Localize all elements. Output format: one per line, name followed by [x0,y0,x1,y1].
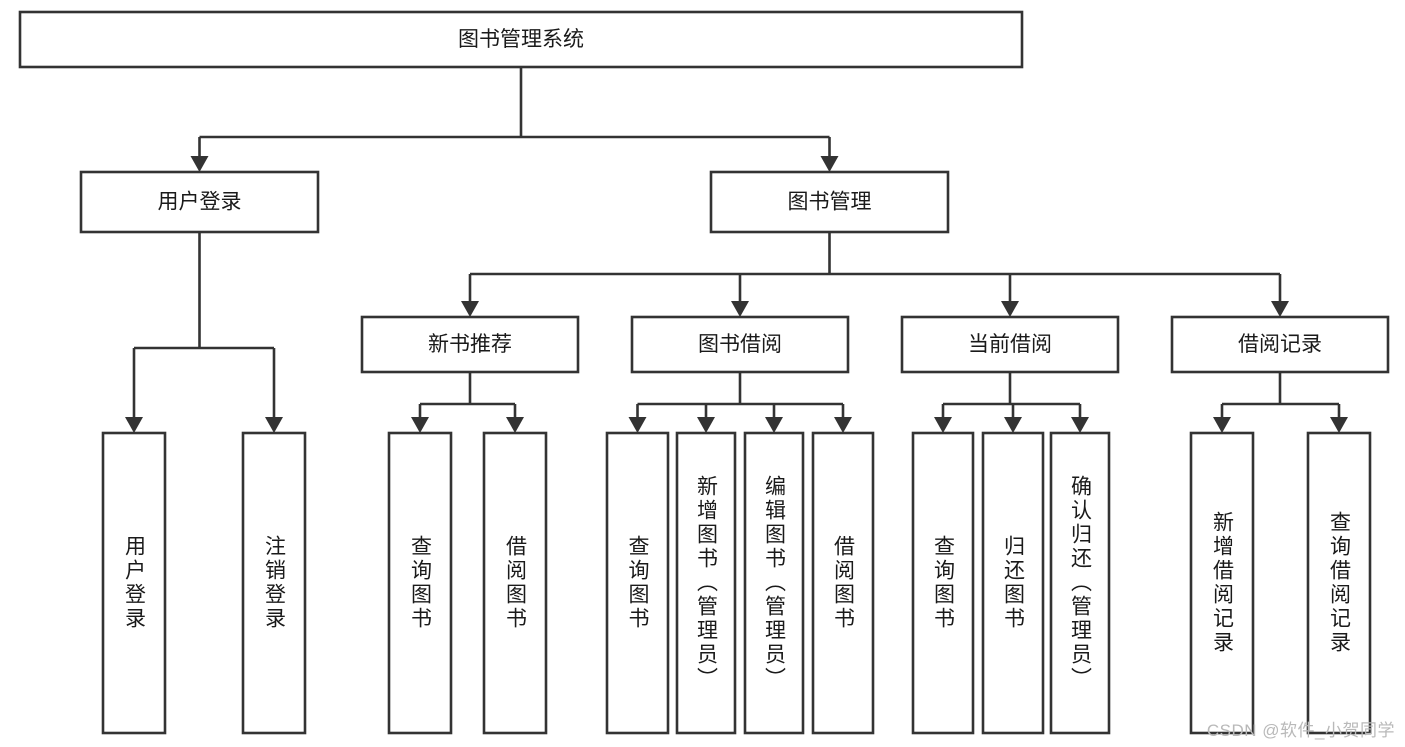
node-l3-0-rect [360,315,580,374]
conn-current-to-leaf-1-arrowhead [1004,417,1022,433]
node-leaf-4[interactable] [605,431,670,735]
node-root-图书管理系统-label: 图书管理系统 [458,28,584,51]
conn-root-to-l2-1-arrowhead [820,156,839,172]
node-leaf-4-rect [605,431,670,735]
conn-newbook-to-leaf-0-arrowhead [411,417,429,433]
conn-current-to-leaf-0-arrowhead [934,417,952,433]
conn-l2b-to-l3-0-arrowhead [461,301,479,317]
conn-l2b-to-l3-2-arrowhead [1001,301,1019,317]
conn-records-to-leaf-0-arrowhead [1213,417,1231,433]
node-root-图书管理系统-rect [18,10,1024,69]
node-leaf-12[interactable] [1306,431,1372,735]
node-leaf-0-rect [101,431,167,735]
node-leaf-5[interactable] [675,431,737,735]
node-leaf-3-rect [482,431,548,735]
node-l2-0-rect [79,170,320,234]
node-l2-0[interactable]: 用户登录 [79,170,320,234]
node-l3-1[interactable]: 图书借阅 [630,315,850,374]
node-l2-1-label: 图书管理 [788,191,872,214]
node-l3-1-label: 图书借阅 [698,333,782,356]
node-leaf-10[interactable] [1049,431,1111,735]
node-root-图书管理系统[interactable]: 图书管理系统 [18,10,1024,69]
node-l3-2-rect [900,315,1120,374]
node-leaf-10-rect [1049,431,1111,735]
conn-l2b-to-l3-1-arrowhead [731,301,749,317]
node-leaf-7-rect [811,431,875,735]
node-l3-3-rect [1170,315,1390,374]
node-l3-2-label: 当前借阅 [968,333,1052,356]
node-leaf-11-rect [1189,431,1255,735]
node-leaf-7[interactable] [811,431,875,735]
conn-borrow-to-leaf-3-arrowhead [834,417,852,433]
conn-current-to-leaf-2-arrowhead [1071,417,1089,433]
node-leaf-6[interactable] [743,431,805,735]
node-leaf-6-rect [743,431,805,735]
node-leaf-1-rect [241,431,307,735]
node-leaf-0[interactable] [101,431,167,735]
node-leaf-9-rect [981,431,1045,735]
node-l2-1[interactable]: 图书管理 [709,170,950,234]
node-l3-2[interactable]: 当前借阅 [900,315,1120,374]
node-leaf-11[interactable] [1189,431,1255,735]
conn-borrow-to-leaf-2-arrowhead [765,417,783,433]
node-leaf-9[interactable] [981,431,1045,735]
node-leaf-2-rect [387,431,453,735]
conn-newbook-to-leaf-1-arrowhead [506,417,524,433]
node-leaf-1[interactable] [241,431,307,735]
node-leaf-12-rect [1306,431,1372,735]
conn-root-to-l2-0-arrowhead [190,156,209,172]
conn-borrow-to-leaf-0-arrowhead [628,417,647,433]
node-l3-3-label: 借阅记录 [1238,333,1322,356]
node-l3-0[interactable]: 新书推荐 [360,315,580,374]
conn-records-to-leaf-1-arrowhead [1330,417,1348,433]
conn-userlogin-to-leaf-0-arrowhead [125,417,143,433]
node-l2-0-label: 用户登录 [158,191,242,214]
node-leaf-3[interactable] [482,431,548,735]
node-leaf-5-rect [675,431,737,735]
node-l3-1-rect [630,315,850,374]
conn-l2b-to-l3-3-arrowhead [1271,301,1289,317]
node-l3-0-label: 新书推荐 [428,333,512,356]
conn-userlogin-to-leaf-1-arrowhead [265,417,283,433]
node-l2-1-rect [709,170,950,234]
node-leaf-8-rect [911,431,975,735]
watermark-text: CSDN @软件_小贺同学 [1206,721,1395,740]
node-l3-3[interactable]: 借阅记录 [1170,315,1390,374]
conn-borrow-to-leaf-1-arrowhead [697,417,715,433]
node-leaf-8[interactable] [911,431,975,735]
node-leaf-2[interactable] [387,431,453,735]
connector-lines [125,67,1348,433]
